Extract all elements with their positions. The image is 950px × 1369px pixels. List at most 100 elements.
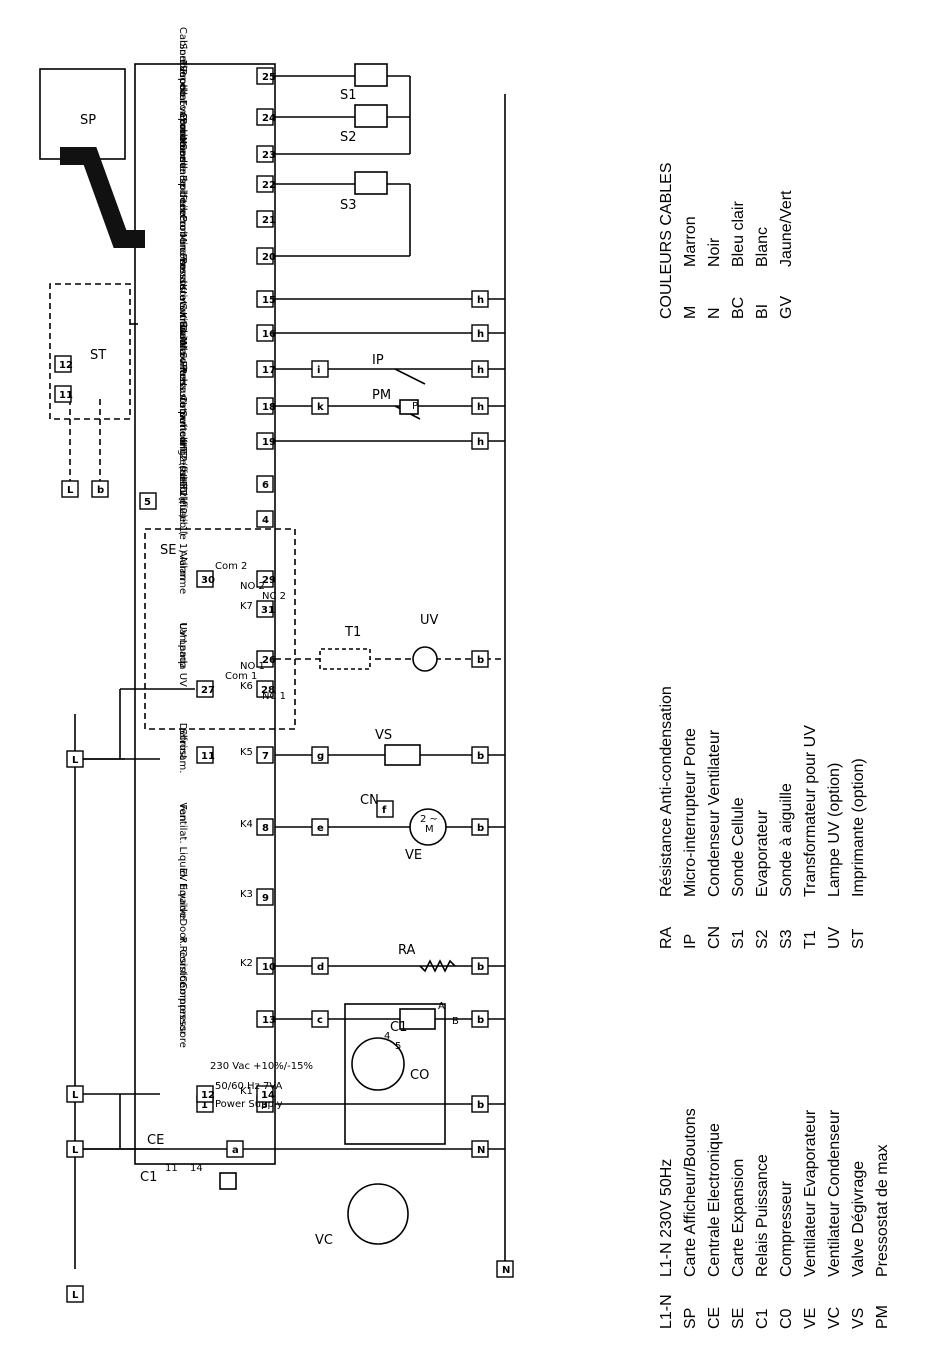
terminal-label-it: Lampada UV	[177, 623, 188, 687]
relay-label-no1: NO 1	[240, 661, 265, 672]
terminal-box	[54, 385, 72, 403]
terminal-label-en: Free	[177, 194, 188, 215]
cable-color-desc: Jaune/Vert	[778, 190, 795, 268]
vs-valve-coil	[384, 744, 421, 766]
wire-tag: b	[471, 818, 489, 836]
terminal-box	[256, 432, 274, 450]
legend-middle-code: T1	[802, 930, 819, 949]
wire-tag-letter: h	[477, 365, 484, 376]
terminal-number: 24	[262, 113, 276, 124]
cable-color-desc: Blanc	[754, 226, 771, 267]
wire-tag-box	[311, 818, 329, 836]
terminal-label-it: Sonda Evaporatore	[177, 65, 188, 161]
co-pin-5: 5	[395, 1041, 401, 1052]
wire-tag-letter: g	[317, 751, 324, 762]
terminal-label-en: Defrost	[177, 723, 188, 760]
legend-middle-desc: Micro-interrupteur Porte	[682, 728, 699, 897]
terminal-number: 29	[262, 575, 276, 586]
terminal-box	[196, 746, 214, 764]
terminal-box	[256, 67, 274, 85]
legend-left-desc: L1-N 230V 50Hz	[658, 1158, 675, 1277]
c1-pin-b: B	[452, 1016, 459, 1027]
ra-label: RA	[398, 943, 416, 958]
terminal-box	[256, 680, 274, 698]
wire-tag: L	[66, 1140, 84, 1158]
terminal-box	[256, 324, 274, 342]
terminal-label-it: Sonda cella	[177, 43, 188, 101]
legend-middle-code: CN	[706, 925, 723, 949]
terminal-st12: 12	[54, 355, 73, 373]
cable-color-desc: Bleu clair	[730, 201, 747, 267]
terminal-label-en: Needle Probe	[177, 137, 188, 204]
vc-fan-circle	[347, 1183, 409, 1245]
wire-tag-letter: h	[477, 402, 484, 413]
legend-middle-desc: Résistance Anti-condensation	[658, 686, 675, 897]
power-line-1: 230 Vac +10%/-15%	[210, 1061, 313, 1072]
terminal-label-it: Libero	[177, 200, 188, 231]
terminal-box	[256, 746, 274, 764]
wire-tag-box	[61, 480, 79, 498]
wire-tag-letter: h	[477, 329, 484, 340]
legend-left-code: VC	[826, 1306, 843, 1329]
terminal-number: 6	[262, 480, 269, 491]
wire-tag: N	[471, 1140, 489, 1158]
co-motor-circle	[351, 1037, 405, 1091]
pm-label: PM	[372, 388, 391, 403]
ribbon-cable	[60, 147, 145, 248]
wire-tag: h	[471, 432, 489, 450]
terminal-label-en: Door Resistor	[177, 918, 188, 986]
wire-tag: L	[61, 480, 79, 498]
cable-color-code: M	[682, 305, 699, 319]
wire-tag-box	[471, 1095, 489, 1113]
wire-tag-letter: e	[317, 823, 324, 834]
wire-tag: e	[311, 818, 329, 836]
legend-middle-desc: Lampe UV (option)	[826, 762, 843, 897]
wire-tag: b	[91, 480, 109, 498]
cable-color-code: BC	[730, 296, 747, 319]
relay-label-k7: K7	[240, 601, 253, 612]
cable-colors-title: COULEURS CABLES	[658, 162, 675, 320]
wire-tag-letter: d	[317, 962, 324, 973]
c1-coil-label: C1	[390, 1020, 407, 1035]
terminal-number: 1	[201, 1100, 208, 1111]
terminal-number: 17	[262, 365, 276, 376]
relay-label-no2: NO 2	[240, 581, 265, 592]
terminal-number: 31	[261, 605, 275, 616]
wire-tag-letter: N	[477, 1145, 485, 1156]
legend-middle-code: S2	[754, 929, 771, 949]
terminal-label-it: Allarme	[177, 556, 188, 594]
s3-probe	[354, 171, 388, 195]
terminal-box	[256, 957, 274, 975]
c1-coil	[399, 1008, 436, 1030]
wire-tag-letter: f	[382, 805, 387, 816]
terminal-label-en: Compressor	[177, 975, 188, 1036]
relay-label-com1: Com 1	[225, 671, 257, 682]
terminal-box	[256, 1085, 274, 1103]
terminal-box	[256, 818, 274, 836]
terminal-box	[256, 650, 274, 668]
s1-probe	[354, 63, 388, 87]
terminal-label-it: HT1 (fusibile 1)	[177, 477, 188, 554]
wire-tag-box	[471, 432, 489, 450]
terminal-number: 28	[261, 685, 275, 696]
motor-phase-label: 2 ~	[420, 814, 438, 825]
legend-middle-desc: Evaporateur	[754, 809, 771, 897]
legend-middle-desc: Condenseur Ventilateur	[706, 729, 723, 897]
wire-tag-letter: L	[72, 1290, 79, 1301]
relay-label-nc2: NC 2	[262, 591, 286, 602]
terminal-number: 26	[262, 655, 276, 666]
